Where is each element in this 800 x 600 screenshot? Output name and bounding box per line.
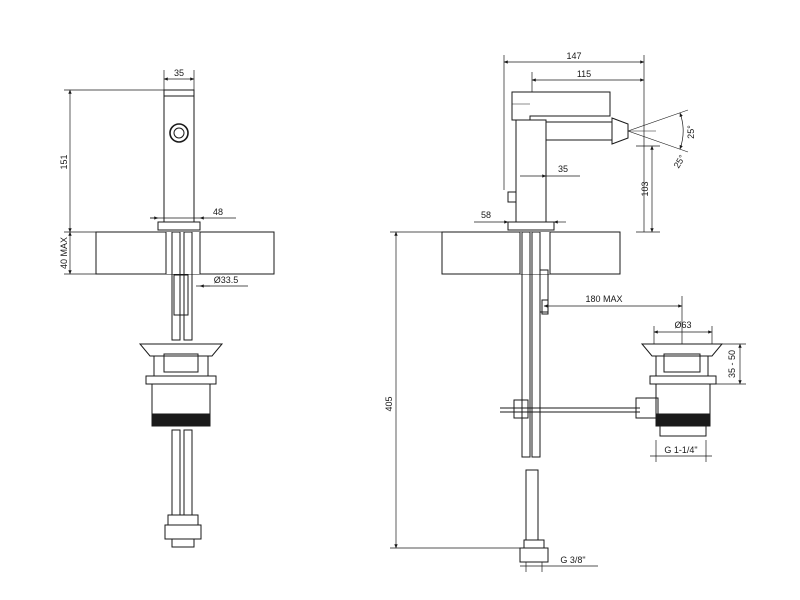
dim-angle-top: 25° bbox=[686, 125, 696, 139]
front-dimensions: 35 151 40 MAX 48 Ø33.5 bbox=[59, 68, 248, 288]
dim-deck-thickness: 40 MAX bbox=[59, 237, 69, 269]
side-popup-rod bbox=[500, 397, 659, 419]
front-view: 35 151 40 MAX 48 Ø33.5 bbox=[59, 68, 275, 548]
side-view: 147 115 35 103 25° 25° 58 bbox=[384, 51, 746, 572]
dim-waste-reach: 180 MAX bbox=[585, 294, 622, 304]
dim-waste-diameter: Ø63 bbox=[674, 320, 691, 330]
dim-base-offset: 58 bbox=[481, 210, 491, 220]
dim-angle-bottom: 25° bbox=[672, 153, 688, 170]
dim-spout-reach: 115 bbox=[577, 69, 591, 79]
side-braided-hoses bbox=[521, 231, 549, 541]
side-popup-waste bbox=[640, 343, 724, 437]
front-faucet-body bbox=[157, 89, 201, 231]
front-inlet-fittings bbox=[164, 514, 202, 548]
dim-base-width: 48 bbox=[213, 207, 223, 217]
thread-waste: G 1-1/4" bbox=[664, 445, 697, 455]
dim-body-width: 35 bbox=[174, 68, 184, 78]
dim-height: 151 bbox=[59, 154, 69, 169]
thread-inlet: G 3/8" bbox=[560, 555, 585, 565]
front-deck-section bbox=[95, 231, 275, 275]
side-deck-section bbox=[441, 231, 621, 275]
dim-deck-range: 35 - 50 bbox=[727, 350, 737, 378]
front-popup-waste bbox=[138, 343, 224, 427]
side-dimensions: 147 115 35 103 25° 25° 58 bbox=[384, 51, 746, 572]
dim-spout-height: 103 bbox=[640, 181, 650, 196]
side-inlet-fitting bbox=[519, 539, 549, 563]
dim-body-offset: 35 bbox=[558, 164, 568, 174]
dim-hole-diameter: Ø33.5 bbox=[214, 275, 239, 285]
dim-hose-length: 405 bbox=[384, 396, 394, 411]
side-faucet-body bbox=[507, 91, 689, 231]
dim-total-depth: 147 bbox=[566, 51, 581, 61]
